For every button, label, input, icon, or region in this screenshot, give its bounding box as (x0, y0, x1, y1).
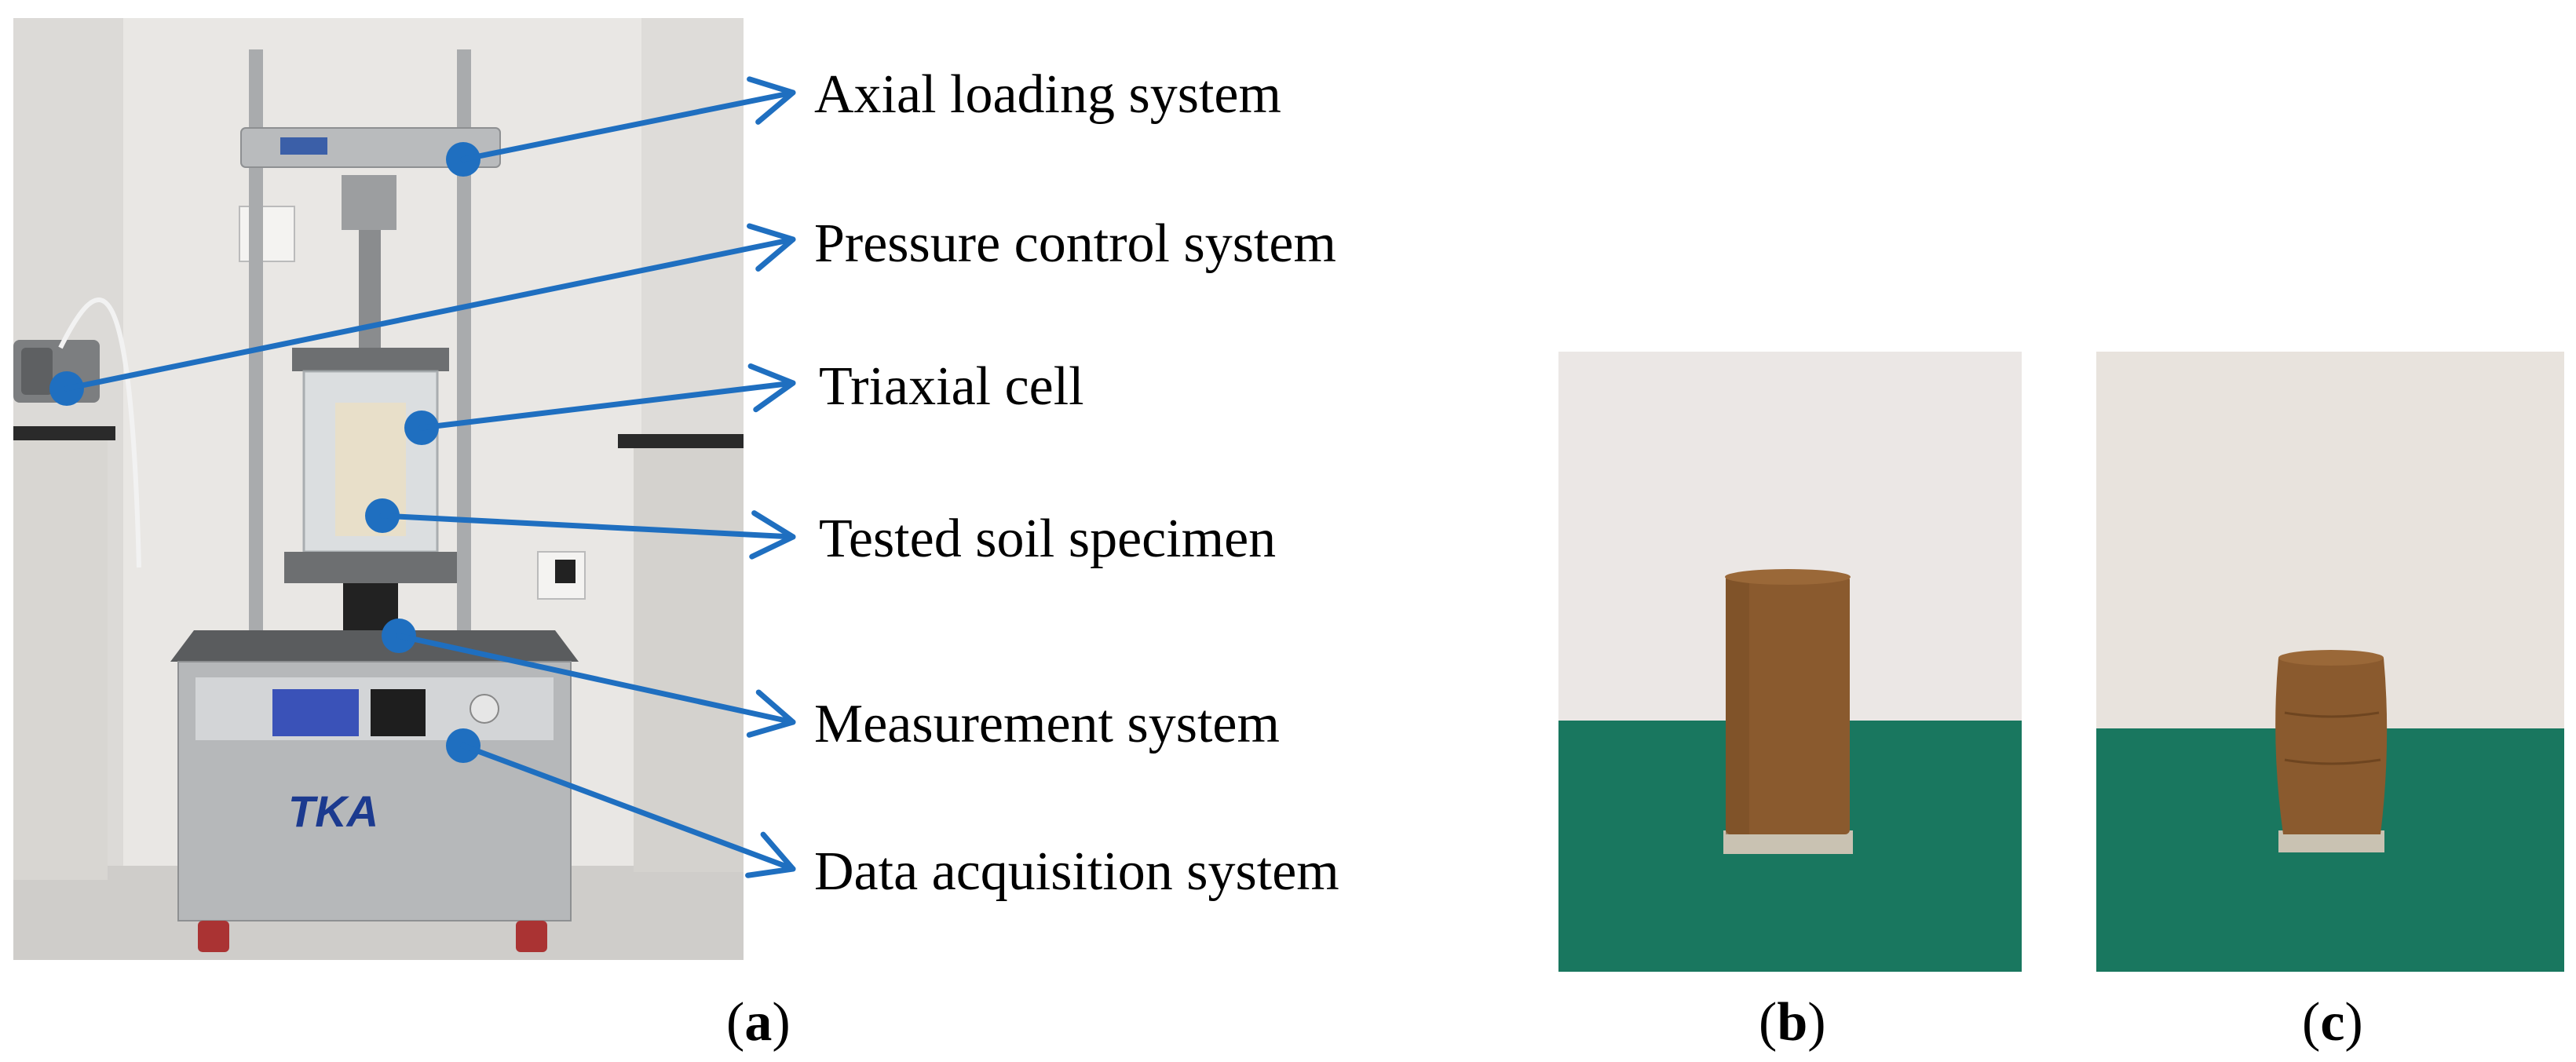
caption-a: (a) (726, 992, 791, 1053)
arrow-axial-loading-system (446, 76, 796, 177)
brand-logo: TKA (288, 786, 378, 836)
label-axial-loading-system: Axial loading system (814, 64, 1281, 125)
arrow-pressure-control-system (49, 223, 796, 406)
caption-b: (b) (1759, 992, 1826, 1053)
label-pressure-control-system: Pressure control system (814, 213, 1336, 274)
apparatus-photo: TKA (13, 18, 744, 960)
label-measurement-system: Measurement system (814, 694, 1280, 754)
caption-c: (c) (2302, 992, 2363, 1053)
arrow-measurement-system (382, 619, 796, 738)
specimen-before-photo (1558, 352, 2022, 972)
arrow-triaxial-cell (404, 363, 796, 445)
label-triaxial-cell: Triaxial cell (819, 356, 1084, 417)
label-tested-soil-specimen: Tested soil specimen (819, 509, 1277, 569)
arrow-data-acquisition-system (446, 728, 796, 878)
specimen-after-photo (2096, 352, 2564, 972)
label-data-acquisition-system: Data acquisition system (814, 841, 1339, 902)
arrow-tested-soil-specimen (365, 498, 796, 560)
